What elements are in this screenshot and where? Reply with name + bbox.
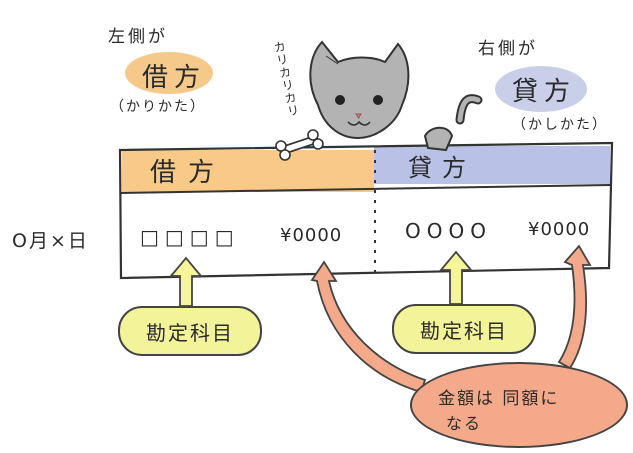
credit-account-name: OOOO: [405, 219, 492, 243]
cat-icon: [309, 40, 483, 152]
account-label-right: 勘定科目: [392, 304, 536, 354]
arrow-up-icon: [310, 260, 427, 394]
arrow-up-icon: [439, 250, 473, 305]
account-label-left: 勘定科目: [118, 306, 262, 356]
debit-header: 借方: [150, 158, 227, 188]
amount-callout-line2: なる: [446, 414, 483, 433]
credit-header: 貸方: [408, 154, 476, 182]
debit-amount: ¥0000: [280, 225, 343, 246]
credit-amount: ¥0000: [528, 219, 591, 240]
left-note-term: 借方: [142, 63, 207, 93]
left-note-title: 左側が: [108, 27, 168, 47]
right-note-title: 右側が: [478, 39, 538, 59]
bone-icon: [275, 129, 324, 161]
right-note-term: 貸方: [512, 77, 577, 107]
header-divider: [120, 184, 611, 194]
date-label: O月×日: [12, 230, 89, 252]
right-note-term-bubble: [495, 66, 587, 112]
arrow-up-icon: [557, 244, 592, 370]
arrow-up-icon: [169, 256, 203, 307]
amount-callout-bubble: [410, 362, 628, 448]
debit-account-name: □□□□: [140, 225, 240, 249]
debit-header-band: [122, 150, 374, 192]
credit-header-band: [374, 146, 610, 184]
left-note-term-bubble: [125, 52, 213, 94]
left-note-reading: （かりかた）: [110, 99, 206, 115]
amount-callout-line1: 金額は 同額に: [438, 389, 560, 409]
right-note-reading: （かしかた）: [512, 117, 608, 133]
